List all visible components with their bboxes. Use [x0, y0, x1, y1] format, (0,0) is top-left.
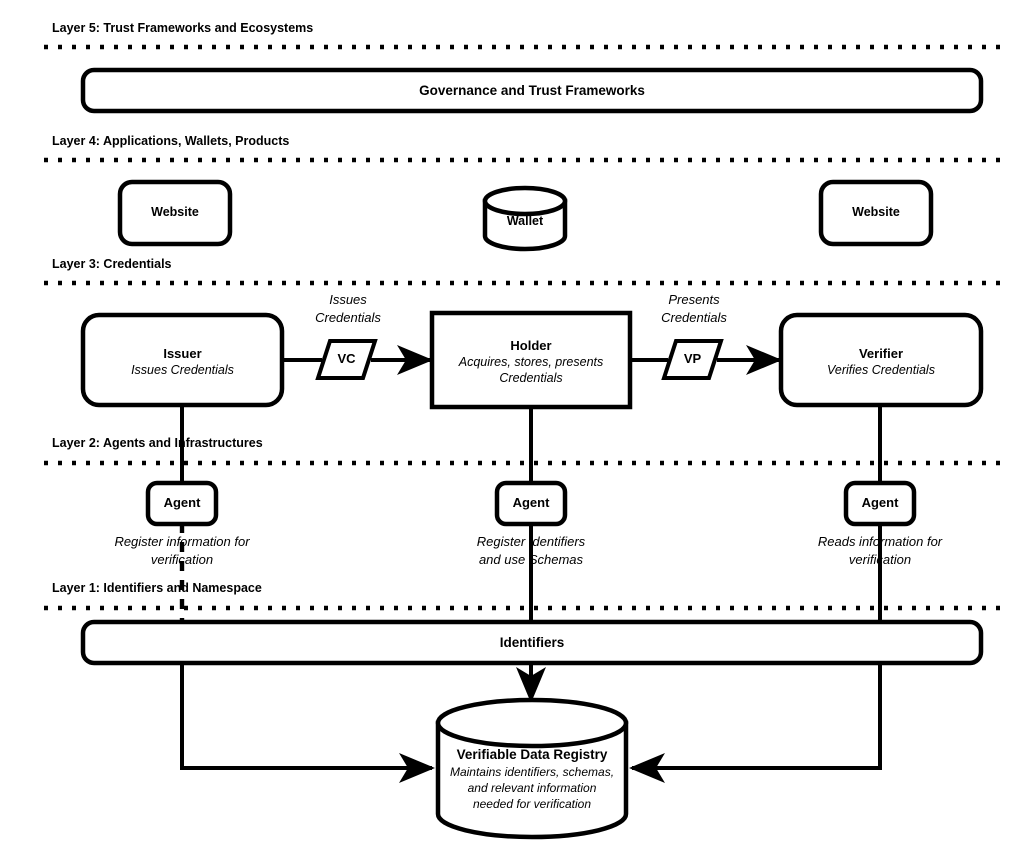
vp-label: VP [683, 351, 702, 366]
registry-subtitle-line2: and relevant information [467, 781, 597, 795]
website-right-label: Website [852, 205, 900, 219]
governance-box[interactable] [80, 67, 984, 114]
verifier-title: Verifier [858, 346, 904, 361]
agent-right-label: Agent [861, 495, 899, 510]
website-left-label: Website [151, 205, 199, 219]
agent-left-box[interactable] [145, 480, 219, 527]
connector-identifiers-right-elbow-to-registry [629, 663, 882, 783]
layer-label-2: Layer 2: Agents and Infrastructures [52, 436, 263, 450]
issues-credentials-label-line1: Issues [329, 292, 367, 307]
agent-center-label: Agent [512, 495, 550, 510]
registry-subtitle-line3: needed for verification [472, 797, 592, 811]
governance-label: Governance and Trust Frameworks [419, 83, 645, 98]
presents-credentials-label-line2: Credentials [661, 310, 727, 325]
holder-subtitle-line1: Acquires, stores, presents [458, 355, 604, 369]
identifiers-box[interactable] [80, 619, 984, 666]
presents-credentials-label-line1: Presents [668, 292, 720, 307]
layer-label-1: Layer 1: Identifiers and Namespace [52, 581, 262, 595]
register-identifiers-label-line1: Register Identifiers [476, 534, 586, 549]
wallet-label: Wallet [506, 214, 544, 228]
layer-divider-group [44, 44, 1006, 611]
layer-label-4: Layer 4: Applications, Wallets, Products [52, 134, 290, 148]
layer-label-5: Layer 5: Trust Frameworks and Ecosystems [52, 21, 314, 35]
agent-left-label: Agent [163, 495, 201, 510]
register-info-label-line2: verification [150, 552, 214, 567]
register-identifiers-label-line2: and use Schemas [478, 552, 584, 567]
holder-box[interactable] [429, 310, 633, 410]
holder-title: Holder [510, 338, 552, 353]
issuer-title: Issuer [163, 346, 202, 361]
vp-parallelogram[interactable] [661, 339, 724, 380]
agent-right-box[interactable] [843, 480, 917, 527]
agent-center-box[interactable] [494, 480, 568, 527]
website-right-box[interactable] [818, 179, 934, 247]
website-left-box[interactable] [117, 179, 233, 247]
issues-credentials-label-line2: Credentials [315, 310, 381, 325]
holder-subtitle-line2: Credentials [499, 371, 563, 385]
vc-label: VC [337, 351, 356, 366]
identifiers-label: Identifiers [499, 635, 565, 650]
reads-info-label-line2: verification [848, 552, 912, 567]
wallet-cylinder[interactable] [482, 185, 568, 252]
verifiable-data-registry-cylinder[interactable] [435, 697, 629, 840]
issuer-box[interactable] [80, 312, 285, 408]
verifier-box[interactable] [778, 312, 984, 408]
verifier-subtitle: Verifies Credentials [827, 363, 935, 377]
reads-info-label-line1: Reads information for [817, 534, 943, 549]
layer-label-3: Layer 3: Credentials [52, 257, 172, 271]
connector-identifiers-left-elbow-to-registry [180, 663, 435, 783]
register-info-label-line1: Register information for [114, 534, 250, 549]
registry-subtitle-line1: Maintains identifiers, schemas, [449, 765, 615, 779]
connector-group [179, 345, 882, 783]
issuer-subtitle: Issues Credentials [131, 363, 234, 377]
registry-title: Verifiable Data Registry [456, 747, 608, 762]
vc-parallelogram[interactable] [315, 339, 378, 380]
